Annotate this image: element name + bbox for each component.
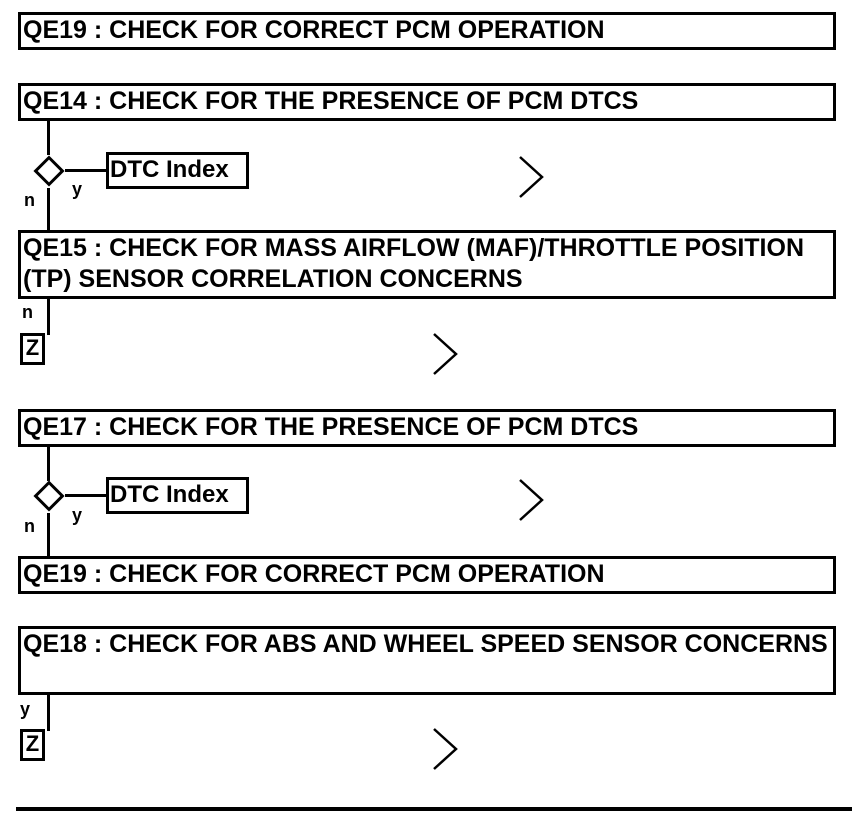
z-link[interactable]: Z [20, 333, 45, 365]
step-qe19-mid[interactable]: QE19 : CHECK FOR CORRECT PCM OPERATION [18, 556, 836, 594]
yes-branch-label: y [20, 699, 31, 719]
chevron-right-icon[interactable] [430, 332, 460, 376]
yes-branch-label: y [72, 505, 83, 525]
connector-line [47, 695, 50, 731]
no-branch-label: n [24, 190, 35, 210]
step-qe17[interactable]: QE17 : CHECK FOR THE PRESENCE OF PCM DTC… [18, 409, 836, 447]
connector-line [47, 447, 50, 481]
chevron-right-icon[interactable] [516, 478, 546, 522]
step-qe18[interactable]: QE18 : CHECK FOR ABS AND WHEEL SPEED SEN… [18, 626, 836, 695]
step-qe14[interactable]: QE14 : CHECK FOR THE PRESENCE OF PCM DTC… [18, 83, 836, 121]
connector-line [47, 513, 50, 556]
connector-line [65, 494, 107, 497]
yes-branch-label: y [72, 179, 83, 199]
dtc-index-link[interactable]: DTC Index [106, 152, 249, 189]
chevron-right-icon[interactable] [430, 727, 460, 771]
step-qe15[interactable]: QE15 : CHECK FOR MASS AIRFLOW (MAF)/THRO… [18, 230, 836, 299]
dtc-index-link[interactable]: DTC Index [106, 477, 249, 514]
step-qe19-top[interactable]: QE19 : CHECK FOR CORRECT PCM OPERATION [18, 12, 836, 50]
no-branch-label: n [24, 516, 35, 536]
connector-line [65, 169, 107, 172]
diamond-icon [33, 480, 65, 512]
chevron-right-icon[interactable] [516, 155, 546, 199]
connector-line [47, 188, 50, 230]
connector-line [47, 299, 50, 335]
connector-line [47, 121, 50, 155]
z-link[interactable]: Z [20, 729, 45, 761]
no-branch-label: n [22, 302, 33, 322]
diamond-icon [33, 155, 65, 187]
bottom-divider [16, 807, 852, 811]
